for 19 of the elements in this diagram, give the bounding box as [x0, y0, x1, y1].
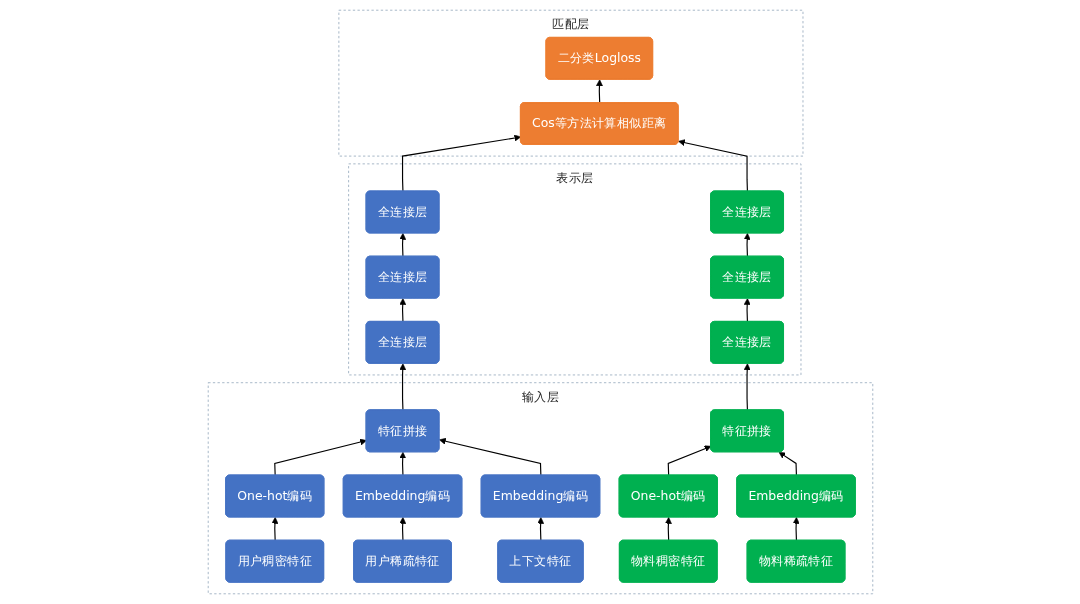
- arrow: [398, 451, 406, 476]
- arrow: [398, 298, 406, 323]
- arrow: [792, 517, 800, 542]
- arrow: [536, 517, 544, 542]
- arrow: [401, 134, 521, 192]
- arrow: [398, 517, 406, 542]
- arrow: [438, 437, 541, 476]
- arrow: [743, 298, 751, 323]
- arrow: [398, 363, 406, 411]
- arrow: [271, 517, 278, 542]
- arrow: [595, 79, 603, 104]
- arrow: [398, 233, 406, 258]
- arrow: [667, 445, 711, 476]
- arrow: [743, 363, 751, 411]
- arrow: [778, 451, 797, 476]
- arrow: [743, 233, 751, 258]
- arrow: [677, 139, 748, 192]
- arrow: [273, 438, 367, 476]
- arrow: [664, 517, 672, 542]
